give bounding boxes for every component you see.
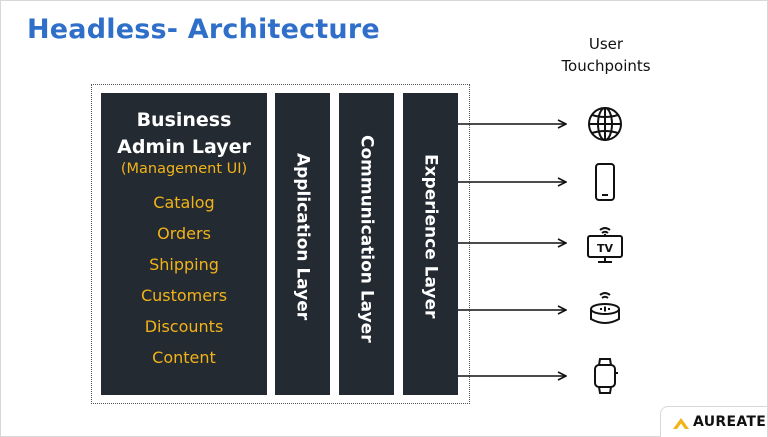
globe-icon <box>588 107 622 141</box>
touchpoints-label-line-2: Touchpoints <box>561 57 651 75</box>
business-subheading: (Management UI) <box>120 161 248 177</box>
aureate-logo-text: AUREATE <box>693 414 767 430</box>
smartwatch-icon <box>594 358 618 394</box>
architecture-boundary <box>91 84 470 404</box>
business-items-list: Catalog Orders Shipping Customers Discou… <box>101 191 267 377</box>
application-layer-label: Application Layer <box>292 153 313 321</box>
experience-layer-label: Experience Layer <box>420 153 441 319</box>
business-item-orders: Orders <box>157 224 211 243</box>
aureate-logo-mark-icon <box>673 418 689 429</box>
business-admin-heading: Business Admin Layer <box>101 107 267 161</box>
touchpoints-label: User Touchpoints <box>546 33 666 77</box>
smartphone-icon <box>595 163 615 201</box>
aureate-logo: AUREATE <box>660 406 767 437</box>
page-title: Headless- Architecture <box>27 14 380 45</box>
business-item-customers: Customers <box>140 286 228 305</box>
communication-layer: Communication Layer <box>339 93 394 395</box>
business-heading-line-2: Admin Layer <box>117 136 251 158</box>
business-heading-line-1: Business <box>136 109 232 131</box>
business-item-discounts: Discounts <box>144 317 224 336</box>
smart-speaker-icon <box>590 292 620 324</box>
business-item-catalog: Catalog <box>153 193 215 212</box>
application-layer: Application Layer <box>275 93 330 395</box>
business-item-shipping: Shipping <box>149 255 219 274</box>
touchpoints-label-line-1: User <box>588 35 624 53</box>
communication-layer-label: Communication Layer <box>356 135 377 343</box>
business-item-content: Content <box>152 348 216 367</box>
tv-icon: TV <box>587 227 623 263</box>
business-admin-layer: Business Admin Layer (Management UI) Cat… <box>101 93 267 395</box>
experience-layer: Experience Layer <box>403 93 458 395</box>
svg-text:TV: TV <box>597 242 614 255</box>
